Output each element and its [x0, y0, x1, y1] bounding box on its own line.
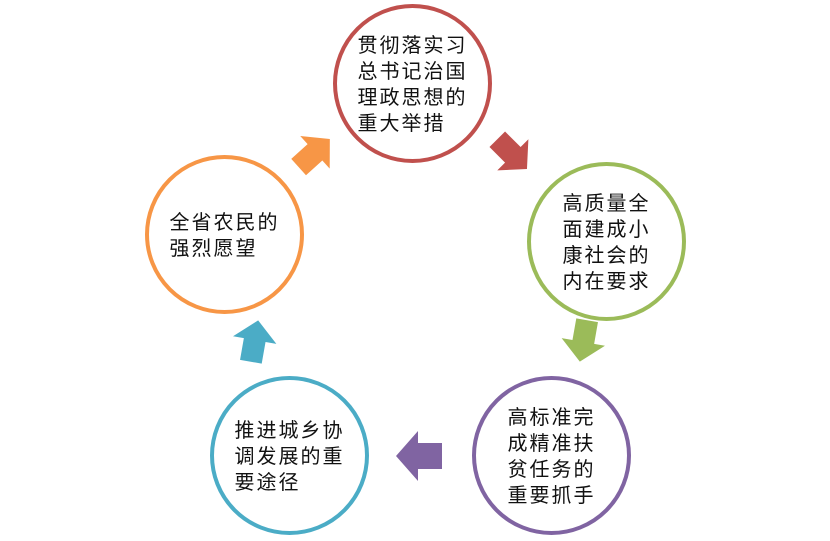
arrow-top-to-right-icon	[489, 131, 529, 171]
node-right: 高质量全 面建成小 康社会的 内在要求	[527, 162, 686, 321]
node-top: 贯彻落实习 总书记治国 理政思想的 重大举措	[333, 4, 492, 163]
node-top-label: 贯彻落实习 总书记治国 理政思想的 重大举措	[357, 32, 468, 135]
node-bottom-left-label: 推进城乡协 调发展的重 要途径	[234, 417, 345, 494]
node-left: 全省农民的 强烈愿望	[145, 155, 304, 314]
node-left-label: 全省农民的 强烈愿望	[169, 209, 280, 260]
arrow-left-to-top-icon	[291, 135, 330, 176]
node-bottom-left: 推进城乡协 调发展的重 要途径	[210, 376, 369, 535]
node-bottom-right: 高标准完 成精准扶 贫任务的 重要抓手	[472, 376, 631, 535]
node-right-label: 高质量全 面建成小 康社会的 内在要求	[562, 190, 651, 293]
node-bottom-right-label: 高标准完 成精准扶 贫任务的 重要抓手	[507, 404, 596, 507]
arrow-right-to-bottom-right-icon	[561, 318, 605, 362]
arrow-bottom-right-to-bottom-left-icon	[396, 431, 442, 481]
arrow-bottom-left-to-left-icon	[233, 320, 277, 364]
